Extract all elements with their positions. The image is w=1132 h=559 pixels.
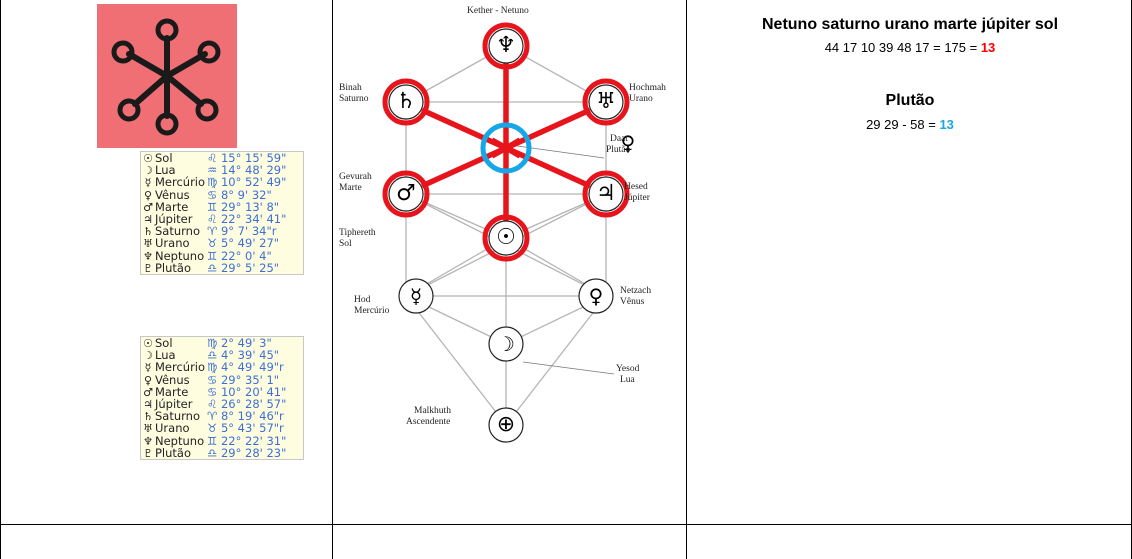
label-hesed: Hesed	[624, 182, 648, 192]
label-yesod: Yesod	[616, 364, 640, 374]
table-border-left	[0, 0, 1, 559]
neptune-icon: ♆	[143, 249, 153, 263]
table-row: ♄Saturno♈ 8° 19' 46"r	[141, 410, 303, 424]
table-row: ☿Mercúrio♍ 10° 52' 49"	[141, 176, 303, 190]
label-malkhuth-planet: Ascendente	[406, 417, 451, 427]
uranus-icon: ♅	[143, 237, 153, 251]
label-tiphereth: Tiphereth	[339, 228, 376, 238]
moon-icon: ☽	[497, 332, 515, 356]
saturn-icon: ♄	[143, 225, 153, 239]
label-hod: Hod	[354, 295, 371, 305]
mercury-icon: ☿	[409, 284, 423, 308]
jupiter-icon: ♃	[596, 181, 616, 206]
table-row: ☉Sol♍ 2° 49' 3"	[141, 337, 303, 350]
table-row: ☽Lua♒ 14° 48' 29"	[141, 164, 303, 178]
label-netzach-planet: Vênus	[620, 297, 645, 307]
label-daat: Daat	[610, 134, 628, 144]
mars-icon: ♂	[396, 181, 416, 206]
label-gevurah-planet: Marte	[339, 183, 362, 193]
neptune-icon: ♆	[496, 33, 516, 58]
table-row: ♆Neptuno♊ 22° 0' 4"	[141, 249, 303, 263]
label-yesod-planet: Lua	[620, 375, 635, 385]
mars-icon: ♂	[143, 200, 153, 214]
heading-planet-sum: Netuno saturno urano marte júpiter sol	[761, 16, 1059, 33]
label-netzach: Netzach	[620, 286, 652, 296]
table-row: ♀Vênus♋ 29° 35' 1"	[141, 373, 303, 387]
aspect-symbol-image	[97, 4, 237, 148]
label-hod-planet: Mercúrio	[354, 306, 390, 316]
jupiter-icon: ♃	[143, 212, 153, 226]
table-row: ☽Lua♎ 4° 39' 45"	[141, 349, 303, 363]
label-hochmah: Hochmah	[629, 83, 666, 93]
label-malkhuth: Malkhuth	[414, 406, 451, 416]
pluto-icon: ♀	[620, 131, 636, 155]
earth-icon: ⊕	[496, 412, 516, 437]
moon-icon: ☽	[143, 349, 153, 363]
sun-icon: ☉	[496, 225, 516, 250]
pluto-icon: ♇	[143, 261, 153, 275]
sun-icon: ☉	[143, 152, 153, 165]
venus-icon: ♀	[588, 284, 604, 308]
table-row: ♂Marte♊ 29° 13' 8"	[141, 200, 303, 214]
sum-result: 13	[980, 40, 996, 55]
table-row: ♅Urano♉ 5° 43' 57"r	[141, 422, 303, 436]
sun-icon: ☉	[143, 337, 153, 350]
table-row: ♃Júpiter♌ 26° 28' 57"	[141, 397, 303, 411]
mars-icon: ♂	[143, 385, 153, 399]
table-row: ♄Saturno♈ 9° 7' 34"r	[141, 225, 303, 239]
table-row: ♆Neptuno♊ 22° 22' 31"	[141, 434, 303, 448]
table-row: ♇Plutão♎ 29° 28' 23"	[141, 446, 303, 460]
table-divider-2	[686, 0, 687, 559]
table-row: ♂Marte♋ 10° 20' 41"	[141, 385, 303, 399]
planet-positions-table-2: ☉Sol♍ 2° 49' 3" ☽Lua♎ 4° 39' 45" ☿Mercúr…	[140, 336, 304, 460]
table-row: ♃Júpiter♌ 22° 34' 41"	[141, 212, 303, 226]
table-row: ☿Mercúrio♍ 4° 49' 49"r	[141, 361, 303, 375]
table-row: ♀Vênus♋ 8° 9' 32"	[141, 188, 303, 202]
label-hochmah-planet: Urano	[629, 94, 653, 104]
mercury-icon: ☿	[144, 176, 152, 190]
label-binah: Binah	[339, 83, 362, 93]
neptune-icon: ♆	[143, 434, 153, 448]
pluto-icon: ♇	[143, 446, 153, 460]
table-row: ☉Sol♌ 15° 15' 59"	[141, 152, 303, 165]
label-gevurah: Gevurah	[339, 172, 372, 182]
venus-icon: ♀	[143, 373, 153, 387]
uranus-icon: ♅	[596, 89, 616, 114]
uranus-icon: ♅	[143, 422, 153, 436]
label-daat-planet: Plutão	[606, 145, 631, 155]
label-hesed-planet: Júpiter	[624, 193, 650, 203]
label-kether: Kether - Netuno	[467, 6, 529, 16]
mercury-icon: ☿	[144, 361, 152, 375]
label-tiphereth-planet: Sol	[339, 239, 352, 249]
saturn-icon: ♄	[143, 410, 153, 424]
label-binah-planet: Saturno	[339, 94, 369, 104]
saturn-icon: ♄	[396, 89, 416, 114]
sum-line: 44 17 10 39 48 17 = 175 = 13	[824, 40, 996, 55]
moon-icon: ☽	[143, 164, 153, 178]
venus-icon: ♀	[143, 188, 153, 202]
pluto-result: 13	[939, 117, 954, 132]
heading-pluto: Plutão	[885, 92, 935, 109]
pluto-line: 29 29 - 58 = 13	[866, 117, 954, 132]
planet-positions-table-1: ☉Sol♌ 15° 15' 59" ☽Lua♒ 14° 48' 29" ☿Mer…	[140, 151, 304, 275]
table-divider-1	[332, 0, 333, 559]
table-row-divider	[0, 524, 1132, 525]
table-row: ♅Urano♉ 5° 49' 27"	[141, 237, 303, 251]
table-row: ♇Plutão♎ 29° 5' 25"	[141, 261, 303, 275]
tree-of-life-diagram: ♆ ♄ ♅ ♂ ♃ ☉ ☿ ♀ ☽ ⊕ ♀ Kether - Netuno Bi…	[334, 0, 686, 522]
jupiter-icon: ♃	[143, 397, 153, 411]
